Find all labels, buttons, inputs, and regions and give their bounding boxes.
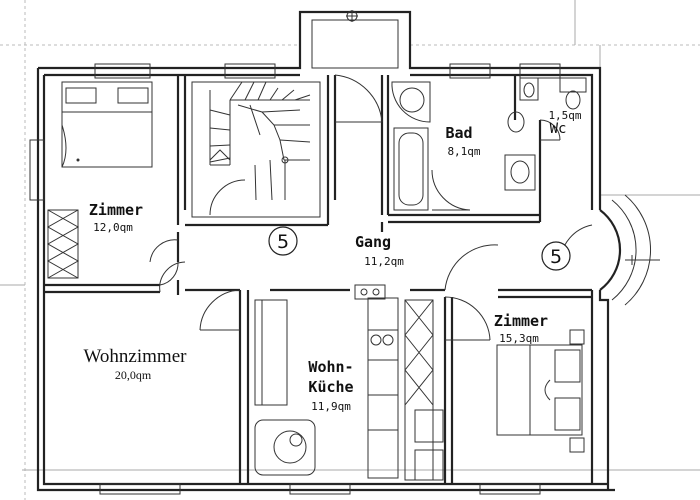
bay-entrance: [559, 194, 660, 306]
staircase: [191, 81, 321, 218]
doors: [149, 74, 561, 341]
marker-right-text: 5: [550, 246, 562, 268]
room-name-zimmer-right: Zimmer: [494, 312, 548, 330]
room-area-zimmer-left: 12,0qm: [93, 221, 133, 234]
room-area-gang: 11,2qm: [364, 255, 404, 268]
windows: [29, 63, 561, 495]
room-area-wc: 1,5qm: [548, 109, 581, 122]
label-wohnkueche: Wohn- Küche 11,9qm: [296, 350, 366, 418]
kitchen-furniture: [254, 284, 444, 481]
exterior-walls: [36, 10, 615, 492]
room-area-bad: 8,1qm: [447, 145, 480, 158]
label-zimmer-left: Zimmer 12,0qm: [89, 201, 143, 234]
room-area-wohnkueche: 11,9qm: [311, 400, 351, 413]
room-name-wohnkueche-line2: Küche: [308, 378, 353, 396]
marker-right: 5: [541, 241, 571, 271]
bed-right: [496, 329, 585, 453]
label-gang: Gang 11,2qm: [355, 233, 404, 268]
bed-left: [61, 81, 153, 168]
bath-fixtures: [391, 77, 587, 211]
label-wc: 1,5qm Wc: [548, 109, 581, 137]
room-name-zimmer-left: Zimmer: [89, 201, 143, 219]
room-name-wohnkueche-line1: Wohn-: [308, 358, 353, 376]
room-name-gang: Gang: [355, 233, 391, 251]
label-zimmer-right: Zimmer 15,3qm: [494, 312, 548, 345]
wardrobe-left: [46, 209, 80, 279]
entry-porch: [311, 10, 399, 69]
interior-walls: [44, 75, 592, 484]
label-bad: Bad 8,1qm: [445, 124, 480, 158]
room-name-wohnzimmer: Wohnzimmer: [84, 346, 188, 367]
marker-left: 5: [268, 226, 298, 256]
label-wohnzimmer: Wohnzimmer 20,0qm: [84, 346, 188, 382]
room-area-zimmer-right: 15,3qm: [499, 332, 539, 345]
room-name-wc: Wc: [550, 121, 567, 137]
room-area-wohnzimmer: 20,0qm: [115, 368, 152, 382]
room-name-bad: Bad: [445, 124, 472, 142]
marker-left-text: 5: [277, 231, 289, 253]
